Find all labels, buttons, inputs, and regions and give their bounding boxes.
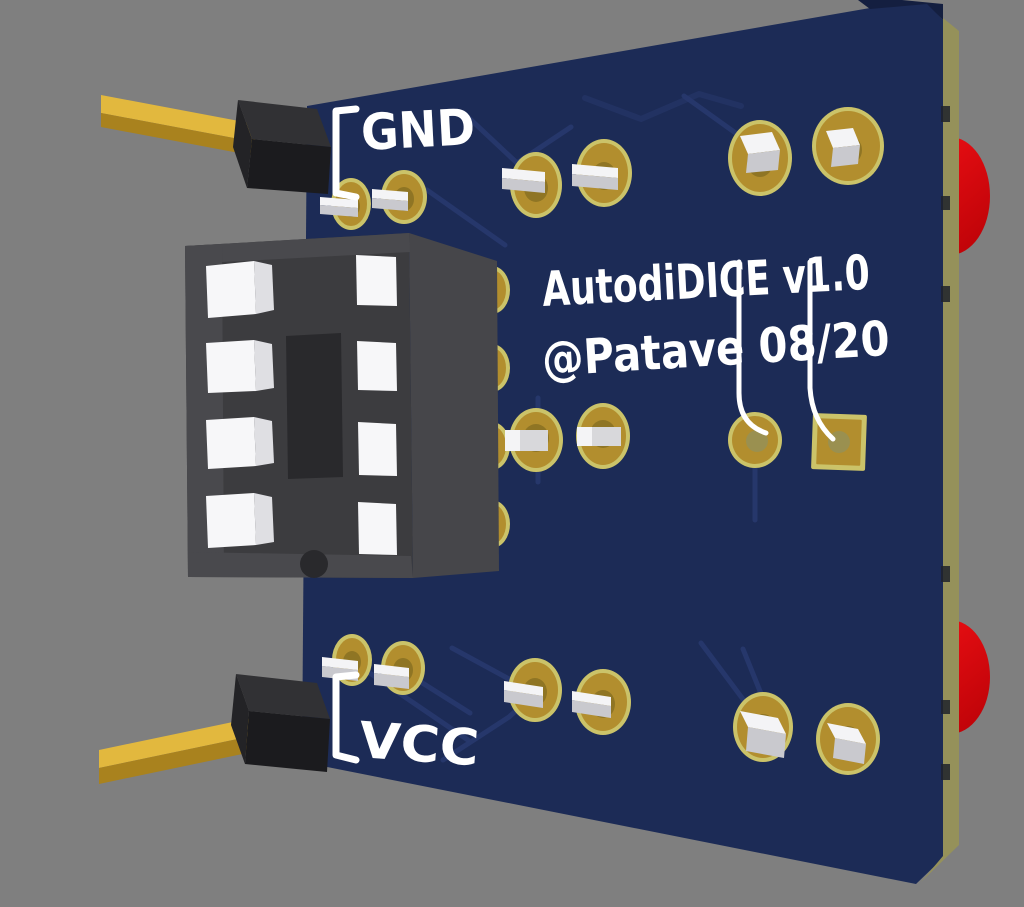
clipped-lead (374, 664, 409, 689)
socket-contact (206, 417, 274, 469)
clipped-lead (740, 711, 786, 758)
copper-trace (424, 187, 508, 248)
board-top-edge-face (858, 0, 943, 20)
dip-socket-8 (185, 233, 499, 578)
clipped-lead (502, 168, 545, 193)
clipped-lead (577, 427, 621, 446)
copper-trace (582, 91, 744, 122)
pin-header-vcc (99, 674, 330, 784)
silkscreen-bracket-bottom (332, 671, 360, 764)
silkscreen-wire-right (807, 259, 836, 442)
clipped-lead (505, 430, 548, 451)
socket-contact (358, 502, 397, 555)
clipped-lead (740, 132, 780, 173)
pad-round-hole (728, 412, 782, 468)
header-pin-gold (99, 718, 252, 784)
socket-contact (206, 493, 274, 548)
clipped-lead (827, 723, 866, 764)
silkscreen-bracket-top (332, 105, 360, 201)
clipped-lead (320, 197, 358, 217)
socket-contact (356, 255, 397, 306)
clipped-lead (572, 164, 618, 190)
socket-pin1-notch (300, 550, 328, 578)
clipped-lead (826, 128, 860, 167)
socket-contact (358, 422, 397, 476)
silkscreen-label-vcc: VCC (357, 711, 481, 777)
silkscreen-wires (736, 259, 836, 442)
socket-contact (206, 340, 274, 393)
clipped-lead (504, 681, 543, 708)
silkscreen-wire-left (736, 259, 769, 436)
socket-cavity (286, 333, 343, 479)
copper-trace (352, 660, 471, 743)
header-pin-gold (101, 95, 255, 156)
clipped-lead (372, 189, 408, 211)
edge-lead-marks (941, 106, 950, 780)
pin-header-gnd (101, 95, 331, 194)
socket-contact (357, 341, 397, 391)
board-edge-substrate (921, 18, 959, 882)
clipped-leads (320, 128, 866, 764)
clipped-lead (572, 691, 611, 718)
silkscreen-label-gnd: GND (360, 98, 477, 162)
socket-contact (206, 261, 274, 318)
